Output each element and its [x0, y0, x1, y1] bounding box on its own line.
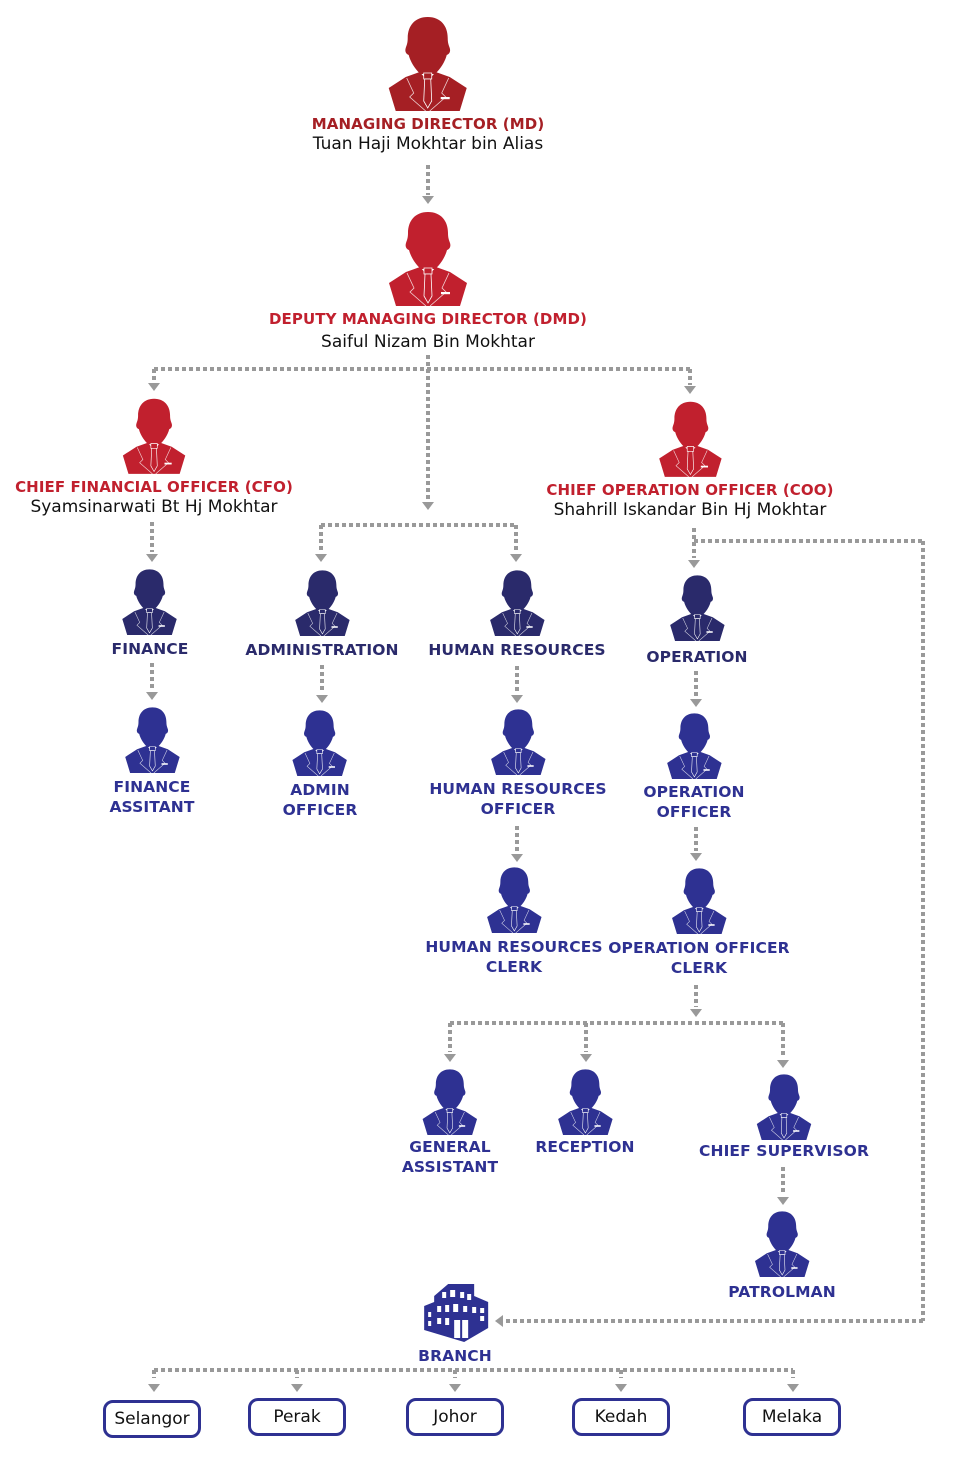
person-icon	[292, 709, 348, 776]
role-title: HUMAN RESOURCES	[428, 641, 606, 659]
node-managing-director: MANAGING DIRECTOR (MD) Tuan Haji Mokhtar…	[312, 15, 545, 154]
branch-location-melaka: Melaka	[743, 1398, 841, 1436]
arrow-left-icon	[495, 1315, 503, 1327]
person-name: Tuan Haji Mokhtar bin Alias	[312, 134, 544, 154]
person-icon	[122, 568, 178, 635]
person-icon	[490, 708, 546, 775]
arrow-down-icon	[316, 695, 328, 703]
person-icon	[124, 706, 180, 773]
role-title: CHIEF OPERATION OFFICER (COO)	[546, 481, 834, 499]
person-icon	[669, 574, 725, 641]
role-title: FINANCE	[111, 640, 189, 658]
node-operation-officer: OPERATION OFFICER	[643, 712, 745, 822]
person-icon	[422, 1068, 478, 1135]
arrow-down-icon	[787, 1384, 799, 1392]
person-name: Saiful Nizam Bin Mokhtar	[321, 332, 535, 352]
person-icon	[294, 569, 350, 636]
arrow-down-icon	[315, 554, 327, 562]
arrow-down-icon	[580, 1054, 592, 1062]
arrow-down-icon	[148, 1384, 160, 1392]
arrow-down-icon	[422, 196, 434, 204]
role-title-line1: FINANCE	[113, 778, 191, 796]
arrow-down-icon	[449, 1384, 461, 1392]
arrow-down-icon	[688, 560, 700, 568]
arrow-down-icon	[146, 692, 158, 700]
role-title-line1: OPERATION OFFICER	[608, 939, 790, 957]
person-icon	[658, 400, 722, 477]
node-human-resources: HUMAN RESOURCES	[428, 569, 606, 660]
person-icon	[557, 1068, 613, 1135]
role-title: CHIEF FINANCIAL OFFICER (CFO)	[15, 478, 293, 496]
arrow-down-icon	[690, 853, 702, 861]
role-title-line1: ADMIN	[290, 781, 350, 799]
branch-location-perak: Perak	[248, 1398, 346, 1436]
role-title-line2: OFFICER	[282, 801, 358, 819]
node-hr-clerk: HUMAN RESOURCES CLERK	[425, 866, 603, 977]
branch-title: BRANCH	[418, 1347, 492, 1365]
node-finance: FINANCE	[112, 568, 189, 659]
node-chief-operation-officer: CHIEF OPERATION OFFICER (COO) Shahrill I…	[546, 400, 833, 520]
node-general-assistant: GENERAL ASSISTANT	[402, 1068, 498, 1177]
role-title-line1: HUMAN RESOURCES	[429, 780, 607, 798]
person-icon	[666, 712, 722, 779]
role-title-line1: OPERATION	[643, 783, 745, 801]
person-icon	[122, 397, 186, 474]
role-title-line2: CLERK	[670, 959, 728, 977]
arrow-down-icon	[422, 502, 434, 510]
person-name: Shahrill Iskandar Bin Hj Mokhtar	[553, 500, 827, 520]
arrow-down-icon	[615, 1384, 627, 1392]
node-admin-officer: ADMIN OFFICER	[283, 709, 358, 820]
node-operation: OPERATION	[646, 574, 748, 667]
arrow-down-icon	[511, 854, 523, 862]
role-title-line1: HUMAN RESOURCES	[425, 938, 603, 956]
arrow-down-icon	[511, 695, 523, 703]
role-title: PATROLMAN	[728, 1283, 836, 1301]
arrow-down-icon	[148, 383, 160, 391]
role-title-line2: OFFICER	[656, 803, 732, 821]
role-title-line2: CLERK	[485, 958, 543, 976]
arrow-down-icon	[510, 554, 522, 562]
branch-location-johor: Johor	[406, 1398, 504, 1436]
node-deputy-managing-director: DEPUTY MANAGING DIRECTOR (DMD) Saiful Ni…	[269, 210, 587, 352]
node-patrolman: PATROLMAN	[728, 1210, 836, 1302]
node-administration: ADMINISTRATION	[245, 569, 398, 660]
person-icon	[489, 569, 545, 636]
role-title: ADMINISTRATION	[245, 641, 399, 659]
person-icon	[388, 210, 468, 306]
role-title-line1: GENERAL	[409, 1138, 491, 1156]
node-finance-assistant: FINANCE ASSITANT	[109, 706, 194, 817]
node-operation-officer-clerk: OPERATION OFFICER CLERK	[608, 867, 790, 978]
arrow-down-icon	[444, 1054, 456, 1062]
node-reception: RECEPTION	[535, 1068, 635, 1157]
arrow-down-icon	[684, 386, 696, 394]
person-icon	[486, 866, 542, 933]
node-chief-financial-officer: CHIEF FINANCIAL OFFICER (CFO) Syamsinarw…	[15, 397, 293, 517]
role-title-line2: OFFICER	[480, 800, 556, 818]
person-icon	[671, 867, 727, 934]
node-hr-officer: HUMAN RESOURCES OFFICER	[429, 708, 607, 819]
arrow-down-icon	[146, 554, 158, 562]
arrow-down-icon	[690, 699, 702, 707]
role-title: RECEPTION	[535, 1138, 635, 1156]
arrow-down-icon	[690, 1009, 702, 1017]
role-title: DEPUTY MANAGING DIRECTOR (DMD)	[269, 310, 587, 328]
branch-location-selangor: Selangor	[103, 1400, 201, 1438]
role-title: MANAGING DIRECTOR (MD)	[311, 115, 545, 133]
person-name: Syamsinarwati Bt Hj Mokhtar	[30, 497, 278, 517]
arrow-down-icon	[777, 1197, 789, 1205]
arrow-down-icon	[291, 1384, 303, 1392]
role-title-line2: ASSISTANT	[401, 1158, 499, 1176]
person-icon	[756, 1073, 812, 1140]
building-icon	[420, 1280, 490, 1342]
node-branch: BRANCH	[418, 1280, 492, 1366]
branch-location-kedah: Kedah	[572, 1398, 670, 1436]
role-title: CHIEF SUPERVISOR	[699, 1142, 869, 1160]
person-icon	[388, 15, 468, 111]
role-title-line2: ASSITANT	[109, 798, 195, 816]
node-chief-supervisor: CHIEF SUPERVISOR	[699, 1073, 869, 1161]
arrow-down-icon	[777, 1060, 789, 1068]
person-icon	[754, 1210, 810, 1277]
role-title: OPERATION	[646, 648, 748, 666]
